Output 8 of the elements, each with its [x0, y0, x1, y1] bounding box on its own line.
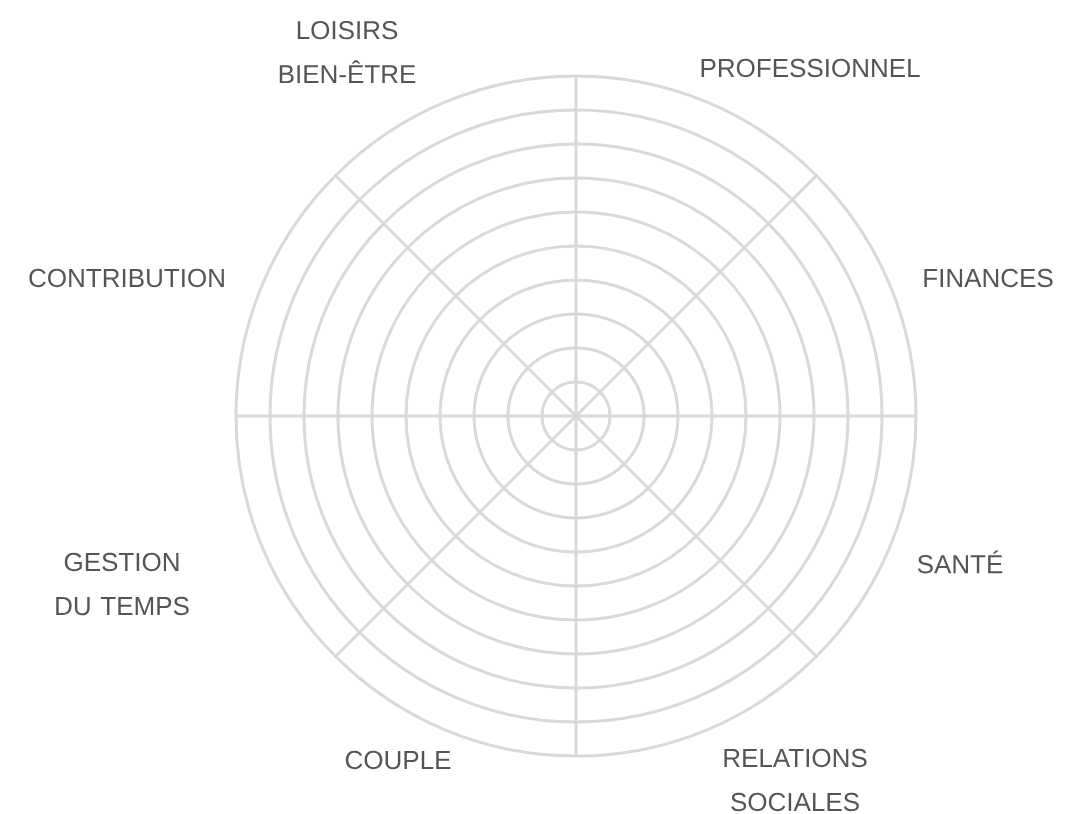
category-label: CONTRIBUTION	[29, 268, 224, 288]
category-label: FINANCES	[924, 268, 1053, 288]
category-label: PROFESSIONNEL	[701, 58, 920, 78]
category-label: LOISIRS BIEN-ÊTRE	[279, 20, 416, 84]
category-label: GESTION DU TEMPS	[56, 552, 189, 616]
category-label: COUPLE	[345, 750, 451, 770]
category-label: RELATIONS SOCIALES	[724, 748, 867, 812]
category-label: SANTÉ	[917, 550, 1003, 574]
